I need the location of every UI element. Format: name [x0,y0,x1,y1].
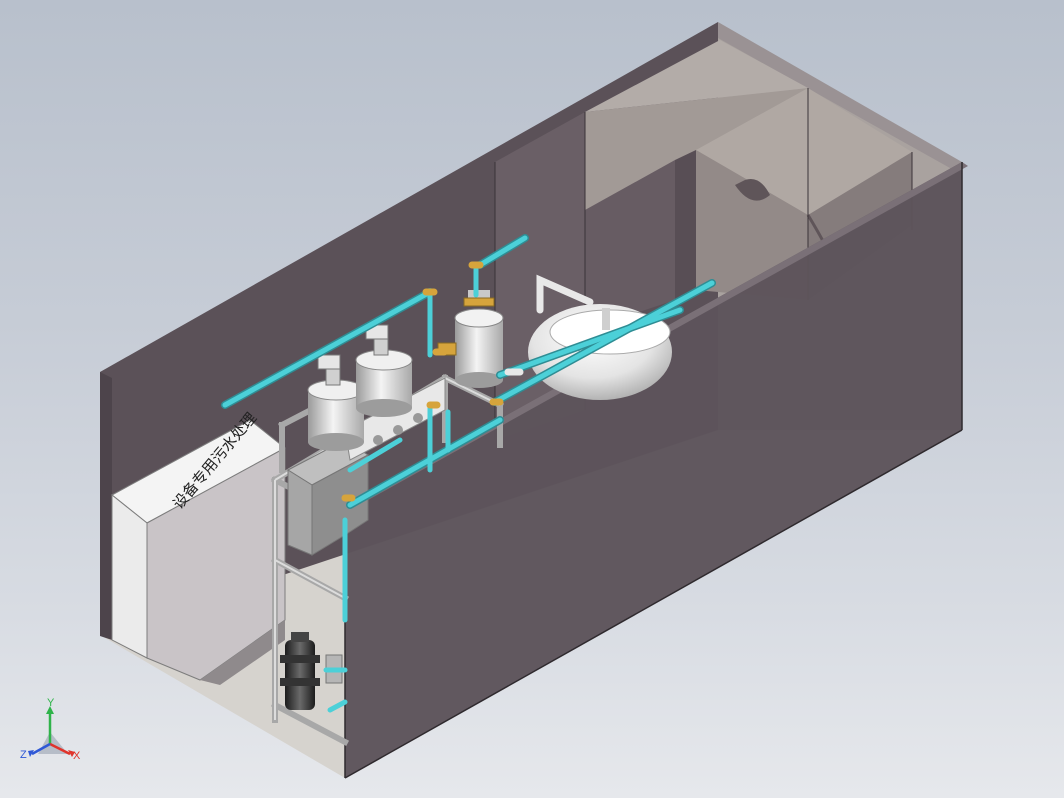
electrical-box[interactable] [286,439,369,556]
x-axis [49,742,71,756]
filter-tank[interactable] [437,290,504,388]
container-model[interactable] [100,22,968,779]
container-left-end-wall [100,372,112,640]
dosing-tank-1[interactable] [307,354,365,451]
z-axis [31,742,51,756]
triad-y-label: Y [47,697,55,709]
triad-z-label: Z [20,749,27,761]
control-cabinet[interactable]: 设备专用污水处理 [111,409,286,685]
dosing-tank-2[interactable] [355,324,413,417]
coordinate-triad: Y X Z [20,697,81,762]
container-front-wall [345,162,962,778]
piping [221,234,716,713]
triad-x-label: X [73,750,81,762]
